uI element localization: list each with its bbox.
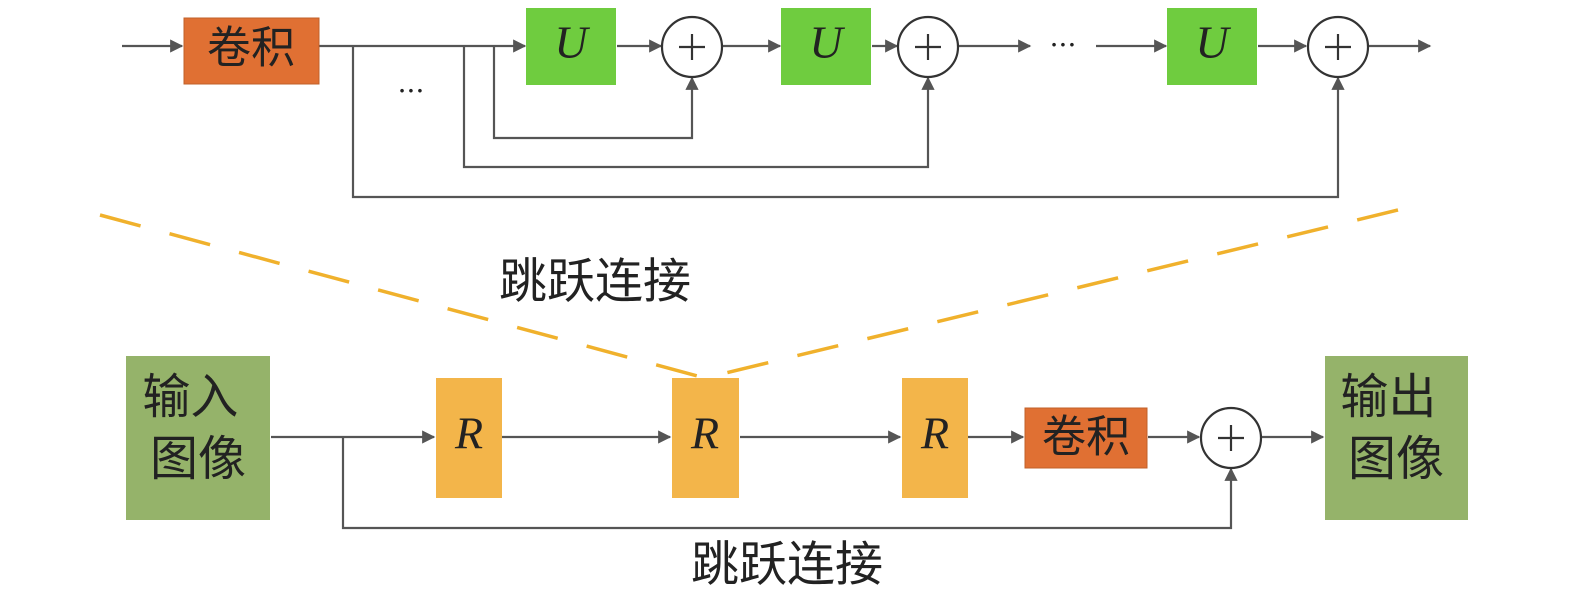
input-image-line1: 输入 [142, 369, 238, 425]
unit-block-3: U [1167, 8, 1257, 85]
unit-label: U [1195, 17, 1231, 68]
recursive-label: R [690, 408, 719, 459]
skip-connection-label-lower: 跳跃连接 [691, 537, 883, 593]
bottom-conv-block: 卷积 [1024, 407, 1148, 469]
recursive-label: R [454, 408, 483, 459]
recursive-label: R [920, 408, 949, 459]
skip-connection-label-upper: 跳跃连接 [499, 254, 691, 310]
output-image-label: 输出 图像 [1340, 369, 1451, 487]
unit-block-2: U [781, 8, 871, 85]
recursive-block-1: R [436, 378, 502, 498]
output-image-block: 输出 图像 [1325, 356, 1468, 520]
top-conv-block: 卷积 [183, 17, 320, 85]
top-connectors [122, 39, 1432, 199]
recursive-block-2: R [672, 378, 739, 498]
plus-node-2 [896, 15, 960, 79]
plus-node-3 [1306, 15, 1370, 79]
unit-label: U [809, 17, 845, 68]
recursive-block-3: R [902, 378, 968, 498]
input-image-label: 输入 图像 [142, 369, 253, 487]
bottom-conv-label: 卷积 [1042, 412, 1130, 463]
output-image-line2: 图像 [1348, 431, 1444, 487]
top-conv-label: 卷积 [207, 23, 295, 74]
output-image-line1: 输出 [1340, 369, 1436, 425]
plus-node-1 [660, 15, 724, 79]
bottom-connectors [271, 430, 1325, 530]
ellipsis-side: ··· [1050, 29, 1077, 62]
zoom-guide-left [99, 213, 706, 380]
plus-node-bottom [1199, 406, 1263, 470]
unit-block-1: U [526, 8, 616, 85]
input-image-line2: 图像 [150, 431, 246, 487]
input-image-block: 输入 图像 [126, 356, 270, 520]
zoom-guide-right [704, 208, 1399, 380]
unit-label: U [554, 17, 590, 68]
ellipsis-mid: ··· [398, 75, 425, 108]
